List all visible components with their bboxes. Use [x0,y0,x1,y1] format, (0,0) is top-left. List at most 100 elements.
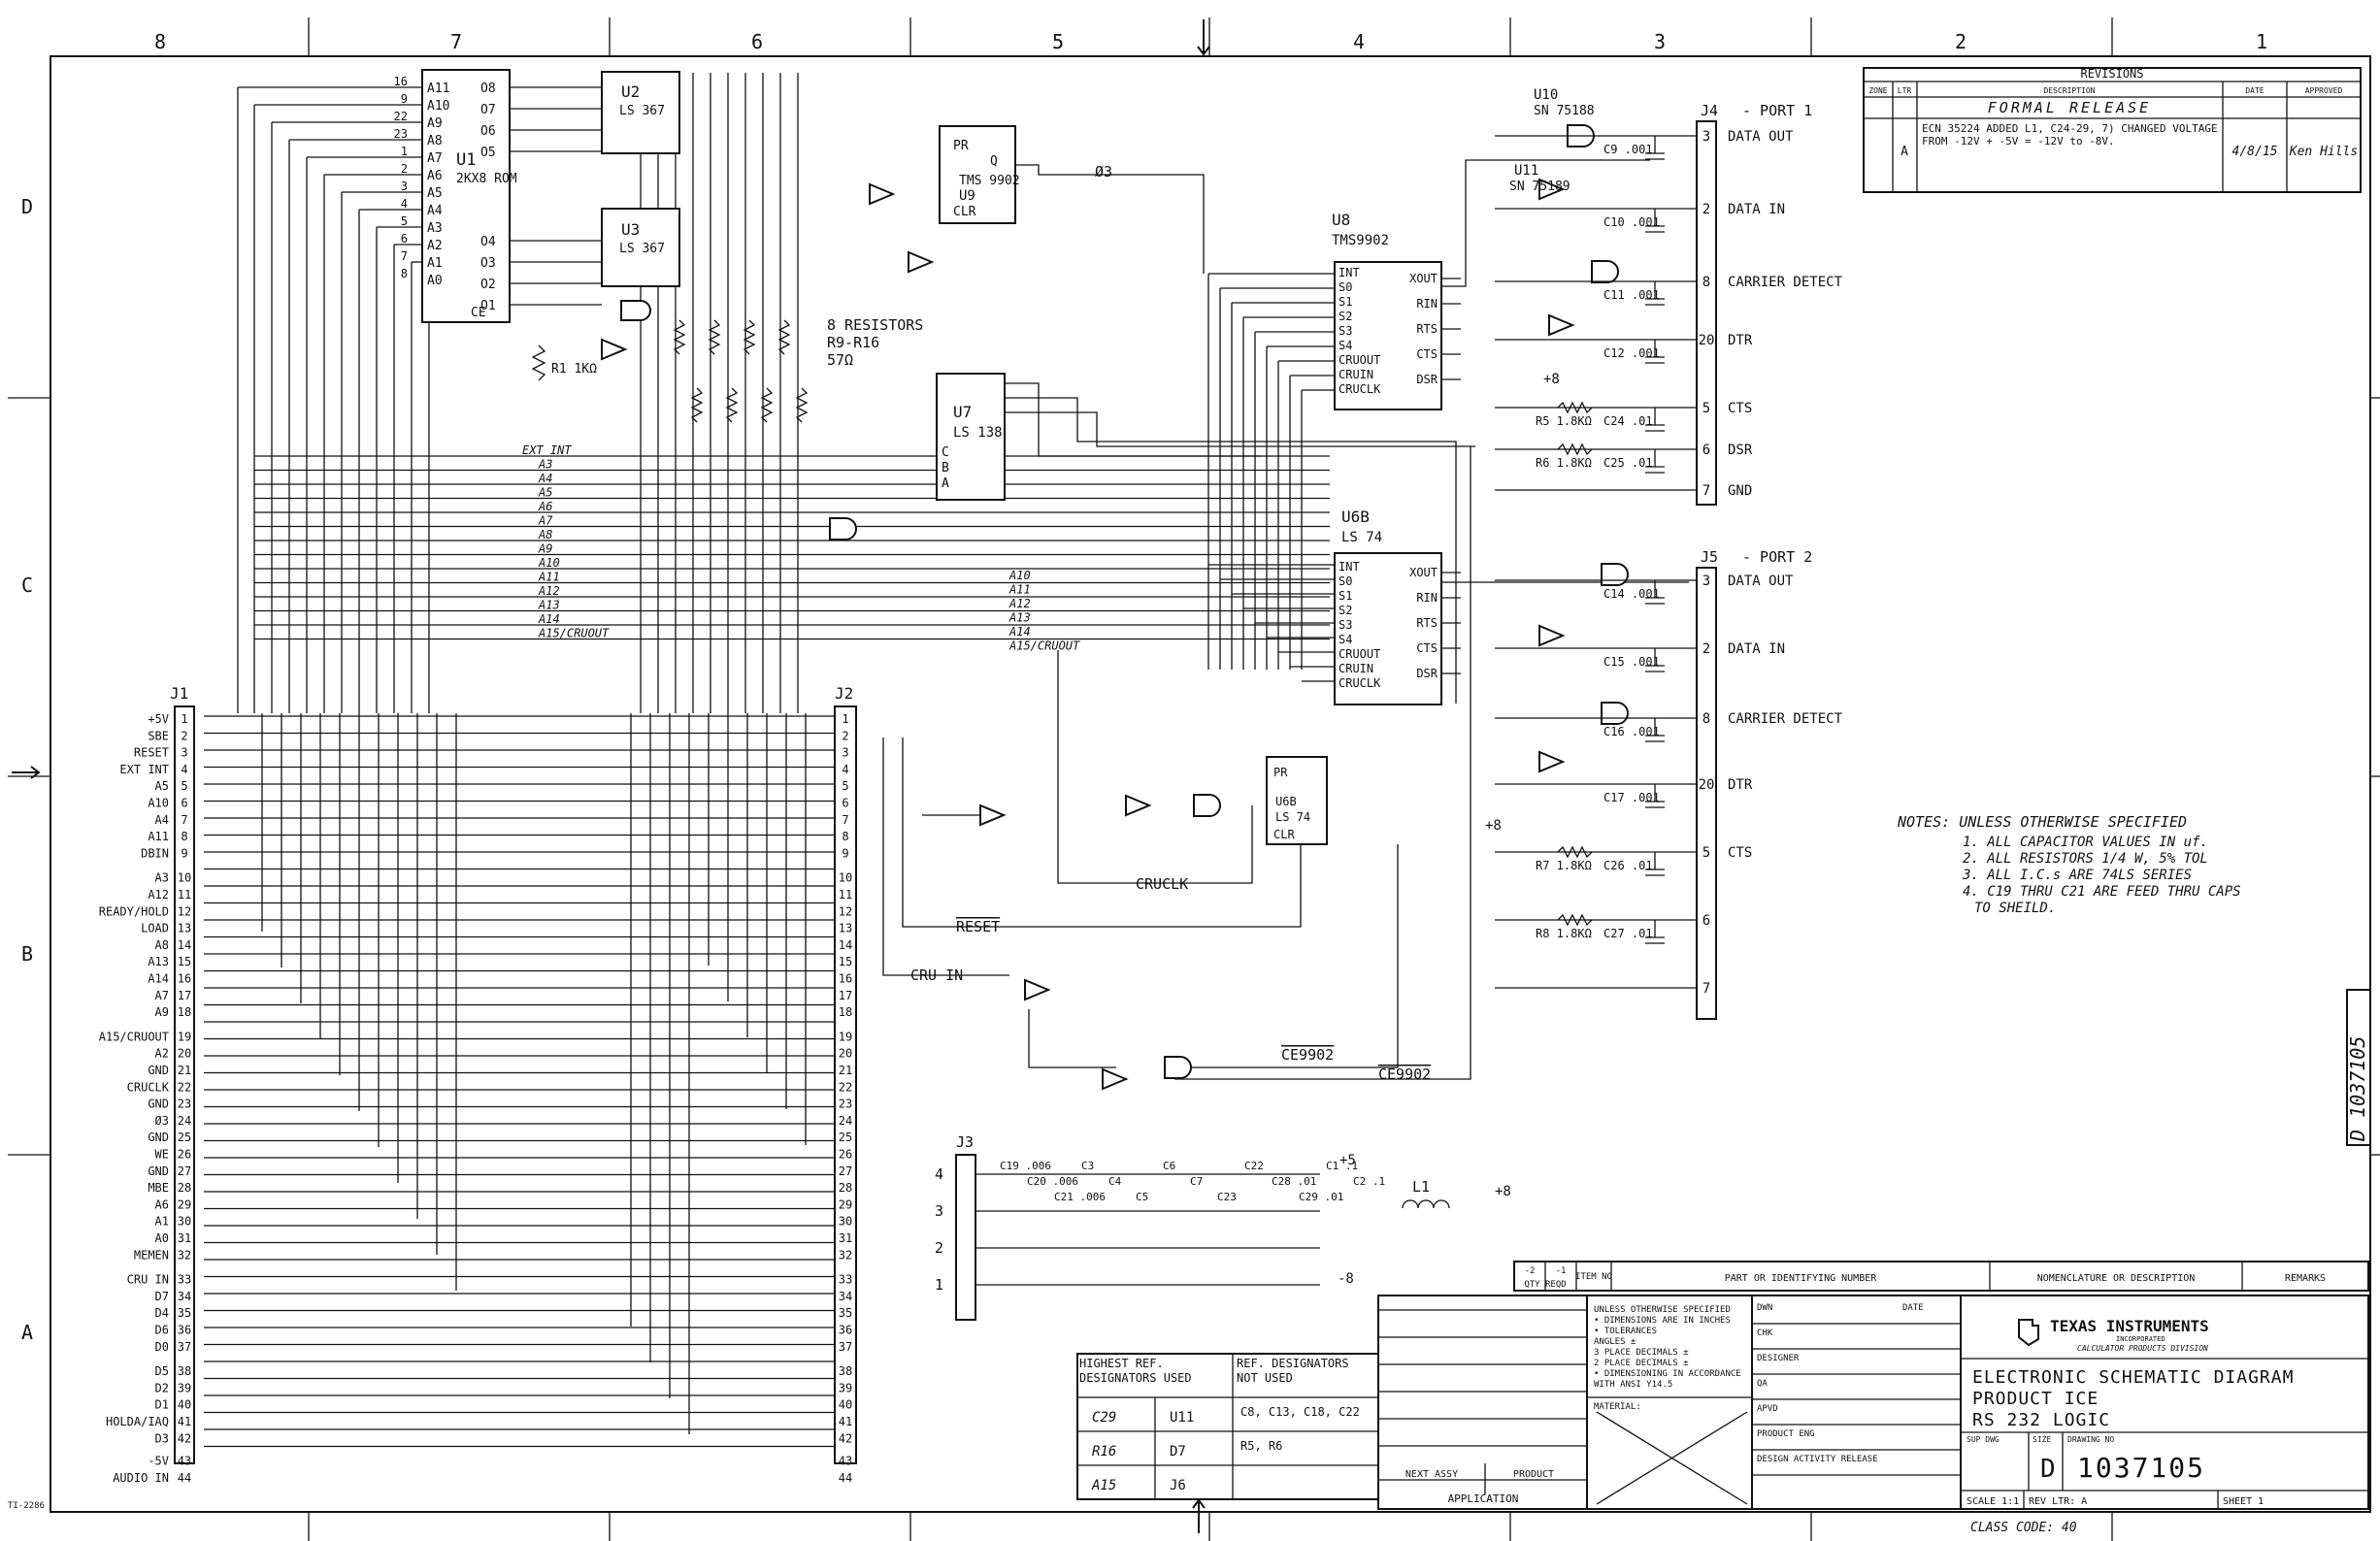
buffer-gate [1548,313,1575,337]
j2-pin-no: 31 [839,1231,852,1245]
j3-cap: C19 .006 [1000,1160,1051,1172]
r1-resistor [531,344,546,381]
bus-label-a8: A8 [538,528,552,541]
port-cap: C24 .01 [1603,414,1653,428]
j3-cap: C4 [1108,1175,1122,1188]
j2-pin-no: 10 [839,871,852,885]
nand-gate [1164,1056,1192,1079]
j2-pin-no: 8 [842,830,848,843]
revisions-block: REVISIONS ZONE LTR DESCRIPTION DATE APPR… [1863,67,2362,193]
j2-pin-no: 1 [842,712,848,726]
j1-ref: J1 [170,684,188,703]
j1-pin-a4: A4 [155,813,169,827]
u1-pin-no: 9 [401,92,408,106]
network-resistor [690,387,704,423]
u1-pin-a7: A7 [427,151,443,166]
u8-pin-s2: S2 [1339,310,1352,323]
u2-ref: U2 [621,82,640,101]
j1-pin-no: 40 [178,1398,191,1412]
column-marker-4: 4 [1353,30,1365,53]
j3-pin-1: 1 [935,1276,943,1294]
j3-cap: C28 .01 [1272,1175,1316,1188]
j1-pin-no: 41 [178,1415,191,1428]
port-pin-label: DATA OUT [1728,574,1794,589]
j1-pin-no: 10 [178,871,191,885]
j1-pin-sbe: SBE [148,729,169,742]
u8-pin-cruout: CRUOUT [1339,353,1380,367]
j1-pin-no: 36 [178,1324,191,1337]
network-resistor [743,319,756,355]
application: APPLICATION [1448,1492,1519,1505]
j1-pin-cruin: CRU IN [127,1273,169,1287]
title-line: ELECTRONIC SCHEMATIC DIAGRAM [1972,1367,2294,1388]
j1-pin-no: 32 [178,1248,191,1262]
next-assy: NEXT ASSY [1405,1469,1458,1480]
u8-pin-s0: S0 [1339,280,1352,294]
port-pin-label: CARRIER DETECT [1728,711,1843,727]
signoff-label: DWN [1757,1303,1772,1313]
j2-pin-no: 9 [842,846,848,860]
bus-right-a14: A14 [1008,625,1031,639]
buffer-gate [1102,1067,1129,1091]
plus8-port2: +8 [1485,818,1502,834]
u7-pin-b: B [942,461,949,475]
j3-pin-3: 3 [935,1202,943,1220]
row-marker-B: B [21,942,33,966]
j2-pin-no: 39 [839,1381,852,1394]
port-pin-no: 7 [1702,981,1710,997]
j2-ref: J2 [835,684,853,703]
j2-pin-no: 27 [839,1164,852,1178]
port-2-connector [1696,567,1717,1020]
signoff-label: CHK [1757,1328,1773,1338]
j1-pin-gnd: GND [148,1164,169,1178]
ce9902-a: CE9902 [1281,1046,1334,1064]
u1-ref: U1 [456,150,476,170]
desig-highest: A15 [1091,1478,1116,1493]
port-resistor: R6 1.8KΩ [1536,456,1592,470]
j2-pin-no: 5 [842,779,848,793]
desig-not-used: R5, R6 [1240,1439,1282,1453]
connector-j2: J212345678910111213141516171819202122232… [834,684,857,1485]
company-sub1: INCORPORATED [2116,1335,2165,1343]
signoff-label: PRODUCT ENG [1757,1429,1815,1439]
row-marker-A: A [21,1321,33,1344]
buffer-gate [1024,978,1051,1001]
u1-out-o5: O5 [480,146,496,160]
j3-cap: C7 [1190,1175,1203,1188]
j1-pin-d4: D4 [155,1306,169,1320]
j1-pin-no: 2 [181,729,187,742]
j3-cap: C21 .006 [1054,1191,1106,1203]
desig-header-not-used: REF. DESIGNATORS NOT USED [1237,1357,1349,1385]
nand-gate [1601,702,1629,725]
chip-u7: U7 LS 138 C B A [936,373,1006,501]
j1-pin-audioin: AUDIO IN [113,1471,169,1485]
j2-pin-no: 38 [839,1364,852,1378]
u1-out-o3: O3 [480,256,496,271]
buffer-gate [601,338,628,361]
j1-pin-no: 17 [178,989,191,1002]
u9-pin-cruclk: CRUCLK [1339,676,1381,690]
ce9902-b: CE9902 [1378,1066,1431,1083]
port-pin-label: DTR [1728,777,1753,793]
port-cap: C14 .001 [1603,587,1660,601]
scale: SCALE 1:1 [1967,1496,2019,1507]
j2-pin-no: 11 [839,888,852,902]
drawing-frame [50,55,2371,1513]
port-pin-no: 20 [1699,777,1715,793]
tolerance-line: • DIMENSIONING IN ACCORDANCE [1594,1369,1741,1379]
signoff-label: QA [1757,1379,1768,1389]
bus-label-a4: A4 [538,472,552,485]
port-pin-label: CTS [1728,401,1752,416]
u11-type: SN 75189 [1509,180,1570,194]
buffer-gate [1538,750,1566,773]
note-item: 2. ALL RESISTORS 1/4 W, 5% TOL [1963,851,2208,867]
reset-signal: RESET [956,918,1000,935]
j1-pin-no: 11 [178,888,191,902]
port-pin-no: 5 [1702,401,1710,416]
port-2-name: - PORT 2 [1742,548,1812,566]
network-resistor [760,387,774,423]
j3-minus8: -8 [1338,1271,1354,1287]
